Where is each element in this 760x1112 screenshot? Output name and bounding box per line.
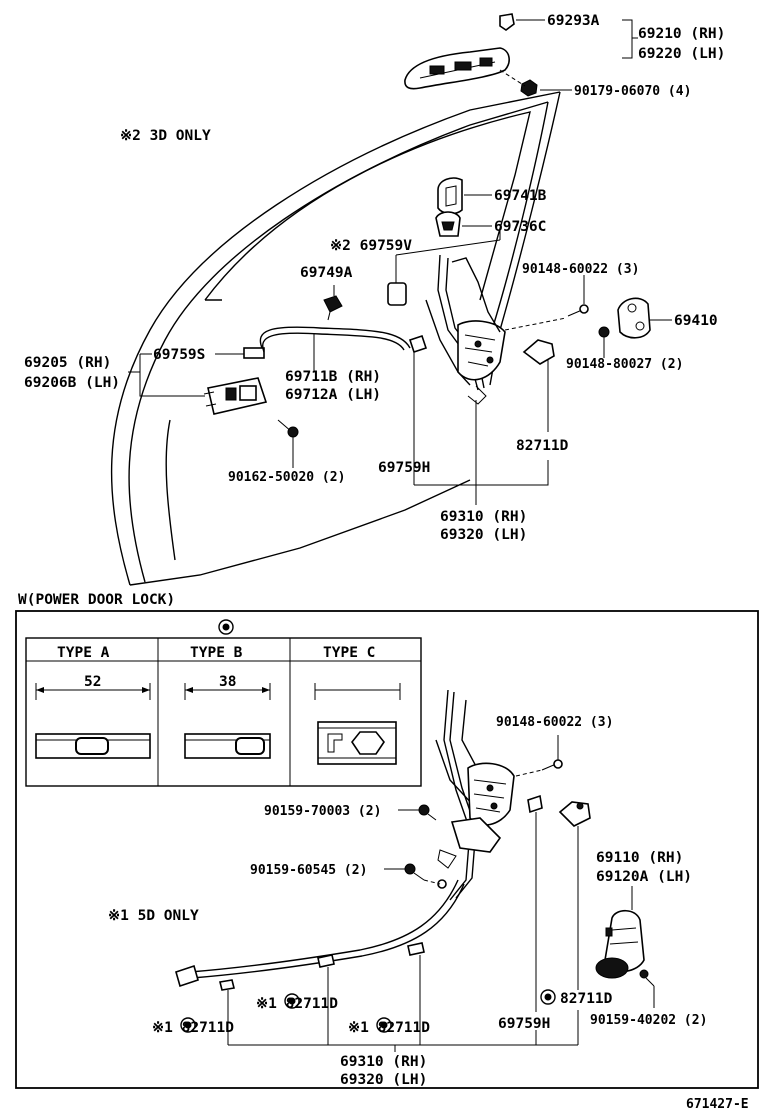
striker-bolt-shape	[598, 326, 610, 338]
rod-clip-a-shape	[323, 295, 343, 321]
power-door-lock-box	[15, 610, 759, 1089]
rod-clip-s-shape	[243, 347, 265, 359]
lock-cable	[259, 326, 411, 353]
type-table	[25, 637, 422, 787]
rod-clip-h-lower-shape	[527, 794, 543, 814]
handle-screw-label: 90162-50020 (2)	[228, 470, 345, 485]
lower-lock-mechanism	[435, 689, 515, 901]
screw-60545-label: 90159-60545 (2)	[250, 863, 367, 878]
door-lock-cylinder-shape	[595, 909, 645, 979]
screw-top-lower-label: 90148-60022 (3)	[496, 715, 613, 730]
nut-shape	[520, 79, 538, 97]
rod-clip-h-upper-label: 69759H	[378, 460, 430, 476]
clamp-right-lower-shape	[558, 801, 591, 827]
target-icon-clamp-mid	[376, 1017, 392, 1033]
type-a-clamp	[35, 683, 151, 759]
rod-clip-s-label: 69759S	[153, 347, 205, 363]
clamp-mid-top-shape	[317, 954, 335, 968]
rod-clip-h-lower-label: 69759H	[498, 1016, 550, 1032]
lock-assy-rh-upper-label: 69310 (RH)	[440, 509, 527, 525]
door-frame-outline	[110, 91, 561, 586]
door-lock-mechanism	[425, 254, 506, 405]
clamp-left-shape	[219, 979, 235, 991]
clamp-upper-label: 82711D	[516, 438, 569, 454]
rod-clip-h-upper-shape	[408, 334, 428, 354]
striker-shape	[617, 297, 651, 339]
target-symbol-icon	[218, 619, 234, 635]
outside-handle-lh-label: 69220 (LH)	[638, 46, 725, 62]
clamp-mid-shape	[407, 942, 425, 956]
target-icon-clamp-mid-top	[284, 993, 300, 1009]
inside-handle-lh-label: 69206B (LH)	[24, 375, 120, 391]
note-3d-only: ※2 3D ONLY	[120, 128, 211, 144]
striker-screw-label: 90148-60022 (3)	[522, 262, 639, 277]
clamp-mid-top-label: ※1 82711D	[256, 996, 338, 1012]
screw-70003-shape	[418, 804, 437, 821]
handle-screw-shape	[277, 419, 299, 438]
outside-handle-rh-label: 69210 (RH)	[638, 26, 725, 42]
type-b-header: TYPE B	[190, 645, 243, 661]
type-a-header: TYPE A	[57, 645, 110, 661]
striker-screw-shape	[567, 304, 589, 317]
lock-assy-lh-lower-label: 69320 (LH)	[340, 1072, 427, 1088]
clamp-right-lower-label: 82711D	[560, 991, 613, 1007]
inside-handle-shape	[203, 377, 268, 415]
cable-lh-label: 69712A (LH)	[285, 387, 381, 403]
type-a-dimension: 52	[84, 674, 101, 690]
clip-69293a-shape	[499, 13, 515, 31]
cylinder-screw-label: 90159-40202 (2)	[590, 1013, 707, 1028]
lock-assy-rh-lower-label: 69310 (RH)	[340, 1054, 427, 1070]
note-5d-only: ※1 5D ONLY	[108, 908, 199, 924]
type-c-clamp	[314, 683, 401, 765]
clamp-left-label: ※1 82711D	[152, 1020, 234, 1036]
type-c-header: TYPE C	[323, 645, 375, 661]
target-icon-clamp-left	[180, 1017, 196, 1033]
type-b-clamp	[184, 683, 271, 759]
cylinder-screw-shape	[639, 969, 655, 987]
outside-handle	[404, 47, 510, 90]
rod-clip-v-shape	[387, 282, 407, 306]
screw-70003-label: 90159-70003 (2)	[264, 804, 381, 819]
striker-label: 69410	[674, 313, 718, 329]
screw-top-lower-shape	[541, 759, 563, 771]
lower-lock-cable	[175, 879, 465, 988]
lock-cylinder-cover-shape	[437, 177, 463, 215]
lock-assy-lh-upper-label: 69320 (LH)	[440, 527, 527, 543]
handle-nut-label: 90179-06070 (4)	[574, 84, 691, 99]
screw-60545-shape	[404, 863, 425, 881]
lock-cylinder-clip-label: 69736C	[494, 219, 546, 235]
rod-clip-a-label: 69749A	[300, 265, 353, 281]
clamp-mid-label: ※1 82711D	[348, 1020, 430, 1036]
clip-69293a-label: 69293A	[547, 13, 600, 29]
target-icon-clamp-right	[540, 989, 556, 1005]
power-door-lock-title: W(POWER DOOR LOCK)	[18, 592, 175, 608]
lock-cylinder-clip-shape	[435, 211, 461, 237]
cylinder-rh-label: 69110 (RH)	[596, 850, 683, 866]
cylinder-lh-label: 69120A (LH)	[596, 869, 692, 885]
striker-bolt-label: 90148-80027 (2)	[566, 357, 683, 372]
lock-cylinder-cover-label: 69741B	[494, 188, 547, 204]
drawing-number: 671427-E	[686, 1097, 749, 1112]
rod-clip-v-label: ※2 69759V	[330, 238, 412, 254]
type-b-dimension: 38	[219, 674, 236, 690]
cable-rh-label: 69711B (RH)	[285, 369, 381, 385]
clamp-82711d-upper-shape	[522, 339, 555, 365]
inside-handle-rh-label: 69205 (RH)	[24, 355, 111, 371]
